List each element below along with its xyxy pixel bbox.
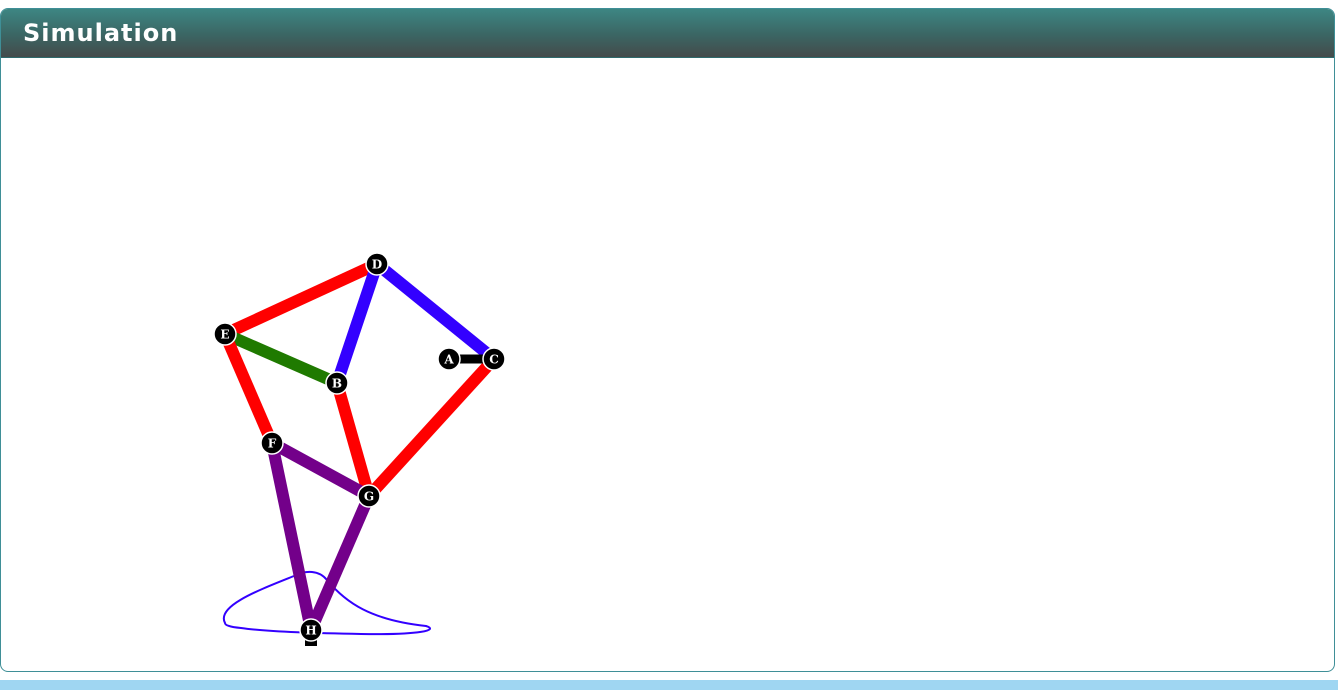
link-e-b bbox=[222, 328, 340, 389]
link-d-c bbox=[373, 259, 498, 364]
joint-circle bbox=[365, 252, 389, 276]
simulation-canvas[interactable]: D E A C B F G H bbox=[1, 58, 1334, 670]
joint-f[interactable]: F bbox=[260, 431, 284, 455]
foot-path-trace bbox=[222, 570, 431, 636]
joint-label: H bbox=[305, 624, 316, 638]
joint-circle bbox=[299, 618, 323, 642]
simulation-panel: Simulation D E A C B F G H bbox=[0, 8, 1335, 672]
joint-label: D bbox=[372, 258, 382, 272]
joint-label: C bbox=[489, 353, 499, 367]
joint-label: B bbox=[332, 377, 342, 391]
joint-label: A bbox=[443, 353, 454, 367]
link-c-g bbox=[364, 354, 499, 501]
link-f-g bbox=[269, 437, 372, 502]
link-f-h bbox=[266, 441, 317, 632]
joint-label: F bbox=[268, 437, 277, 451]
link-e-f bbox=[219, 331, 278, 446]
joint-circle bbox=[213, 322, 237, 346]
joint-d[interactable]: D bbox=[365, 252, 389, 276]
joint-b[interactable]: B bbox=[325, 371, 349, 395]
joint-g[interactable]: G bbox=[357, 484, 381, 508]
joint-e[interactable]: E bbox=[213, 322, 237, 346]
joints-layer: D E A C B F G H bbox=[213, 252, 506, 642]
joint-a[interactable]: A bbox=[437, 347, 461, 371]
bottom-strip bbox=[0, 680, 1338, 690]
link-g-h bbox=[305, 493, 375, 633]
joint-circle bbox=[260, 431, 284, 455]
joint-label: G bbox=[364, 490, 374, 504]
linkage-diagram: D E A C B F G H bbox=[213, 252, 506, 646]
joint-c[interactable]: C bbox=[482, 347, 506, 371]
panel-header: Simulation bbox=[1, 9, 1334, 58]
joint-circle bbox=[482, 347, 506, 371]
joint-circle bbox=[325, 371, 349, 395]
joint-label: E bbox=[220, 328, 229, 342]
joint-h[interactable]: H bbox=[299, 618, 323, 642]
link-b-g bbox=[331, 381, 375, 498]
link-e-d bbox=[222, 258, 380, 340]
joint-circle bbox=[357, 484, 381, 508]
link-d-b bbox=[331, 262, 383, 385]
trace-layer bbox=[222, 570, 431, 636]
joint-circle bbox=[437, 347, 461, 371]
panel-title: Simulation bbox=[23, 19, 179, 47]
